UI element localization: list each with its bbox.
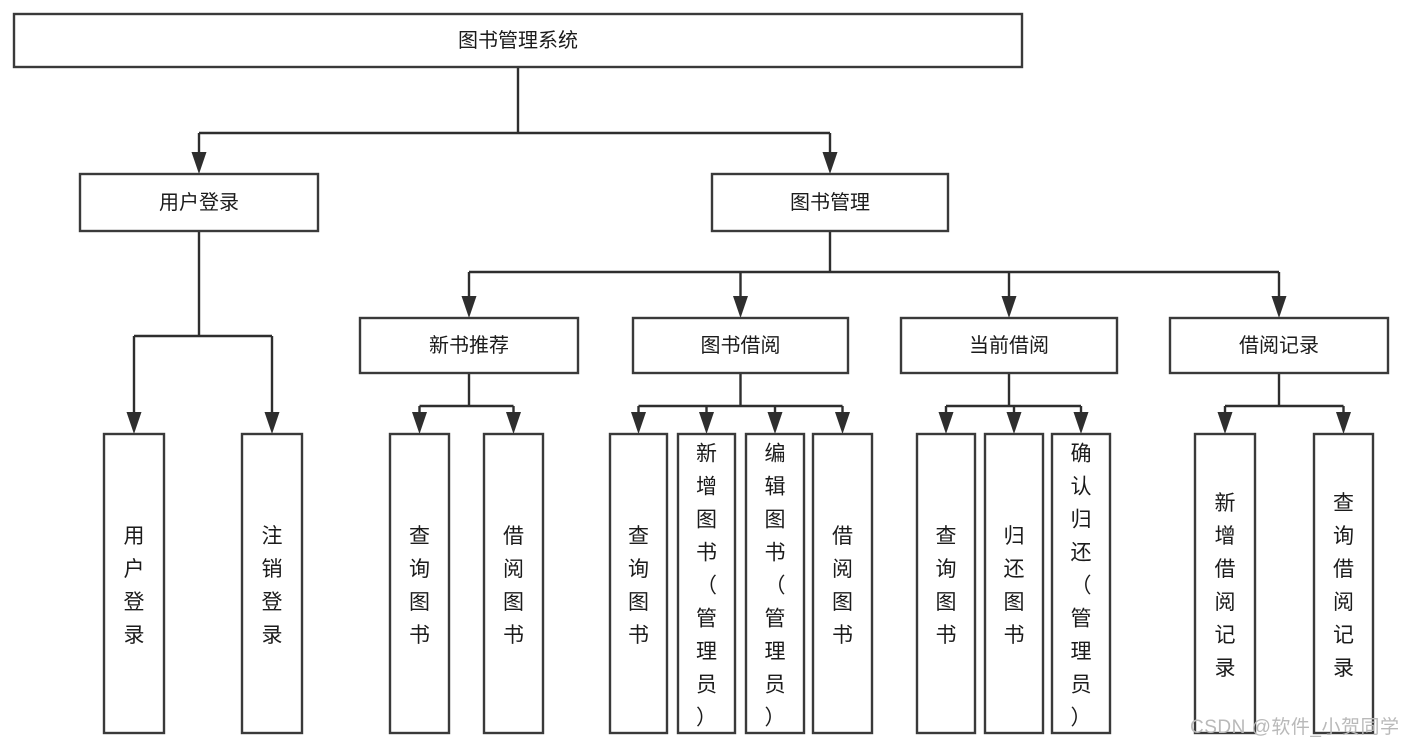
arrow-head-icon (699, 412, 714, 434)
connectors-layer (126, 67, 1351, 434)
node-label: 查询图书 (628, 525, 649, 647)
nodes-layer: 图书管理系统用户登录图书管理新书推荐图书借阅当前借阅借阅记录用户登录注销登录查询… (12, 12, 1390, 735)
node-label: 借阅图书 (832, 525, 853, 647)
node-label: 确认归还（管理员） (1071, 443, 1092, 730)
node-label: 图书管理系统 (458, 29, 578, 52)
arrow-head-icon (191, 152, 207, 174)
connector-group-edge-borrow-record (1217, 373, 1351, 434)
node-box[interactable] (983, 432, 1045, 735)
node-label: 用户登录 (124, 525, 145, 647)
node-book-manage[interactable]: 图书管理 (710, 172, 950, 233)
node-label: 归还图书 (1004, 525, 1025, 647)
node-box[interactable] (710, 172, 950, 233)
arrow-head-icon (835, 412, 850, 434)
node-box[interactable] (78, 172, 320, 233)
connector-group-edge-user-login (126, 231, 280, 434)
connector-group-edge-root (191, 67, 838, 174)
node-leaf-edit-book[interactable]: 编辑图书（管理员） (744, 432, 806, 735)
arrow-head-icon (506, 412, 521, 434)
watermark-label: CSDN @软件_小贺同学 (1190, 717, 1400, 738)
node-label: 用户登录 (159, 191, 239, 214)
node-box[interactable] (811, 432, 874, 735)
node-label: 当前借阅 (969, 334, 1049, 357)
node-leaf-query-record[interactable]: 查询借阅记录 (1312, 432, 1375, 735)
node-box[interactable] (1050, 432, 1112, 735)
node-box[interactable] (12, 12, 1024, 69)
node-box[interactable] (482, 432, 545, 735)
node-borrow-record[interactable]: 借阅记录 (1168, 316, 1390, 375)
node-leaf-add-record[interactable]: 新增借阅记录 (1193, 432, 1257, 735)
arrow-head-icon (767, 412, 783, 434)
node-box[interactable] (744, 432, 806, 735)
node-leaf-query-book-3[interactable]: 查询图书 (915, 432, 977, 735)
node-leaf-logout[interactable]: 注销登录 (240, 432, 304, 735)
node-label: 借阅图书 (503, 525, 524, 647)
node-box[interactable] (102, 432, 166, 735)
arrow-head-icon (822, 152, 838, 174)
arrow-head-icon (1073, 412, 1089, 434)
node-label: 新增图书（管理员） (696, 443, 717, 730)
arrow-head-icon (1217, 412, 1233, 434)
node-box[interactable] (608, 432, 669, 735)
node-box[interactable] (240, 432, 304, 735)
node-label: 查询借阅记录 (1333, 492, 1354, 680)
node-leaf-confirm-return[interactable]: 确认归还（管理员） (1050, 432, 1112, 735)
node-box[interactable] (899, 316, 1119, 375)
arrow-head-icon (1271, 296, 1287, 318)
connector-group-edge-book-borrow (631, 373, 850, 434)
node-box[interactable] (358, 316, 580, 375)
arrow-head-icon (631, 412, 646, 434)
arrow-head-icon (461, 296, 477, 318)
node-box[interactable] (676, 432, 737, 735)
node-leaf-return-book[interactable]: 归还图书 (983, 432, 1045, 735)
node-box[interactable] (1193, 432, 1257, 735)
node-new-book-recommend[interactable]: 新书推荐 (358, 316, 580, 375)
node-label: 图书借阅 (701, 334, 781, 357)
arrow-head-icon (733, 296, 748, 318)
node-leaf-user-login[interactable]: 用户登录 (102, 432, 166, 735)
node-leaf-add-book[interactable]: 新增图书（管理员） (676, 432, 737, 735)
node-leaf-query-book-2[interactable]: 查询图书 (608, 432, 669, 735)
node-label: 借阅记录 (1239, 334, 1319, 357)
node-label: 图书管理 (790, 191, 870, 214)
node-leaf-borrow-book-2[interactable]: 借阅图书 (811, 432, 874, 735)
node-current-borrow[interactable]: 当前借阅 (899, 316, 1119, 375)
node-label: 编辑图书（管理员） (765, 443, 786, 730)
node-leaf-borrow-book-1[interactable]: 借阅图书 (482, 432, 545, 735)
node-label: 查询图书 (409, 525, 430, 647)
arrow-head-icon (1001, 296, 1017, 318)
connector-group-edge-current-borrow (938, 373, 1089, 434)
arrow-head-icon (126, 412, 142, 434)
arrow-head-icon (938, 412, 954, 434)
node-user-login[interactable]: 用户登录 (78, 172, 320, 233)
arrow-head-icon (1006, 412, 1022, 434)
connector-group-edge-new-book (412, 373, 521, 434)
node-box[interactable] (1168, 316, 1390, 375)
node-box[interactable] (388, 432, 451, 735)
arrow-head-icon (264, 412, 280, 434)
arrow-head-icon (1336, 412, 1351, 434)
node-box[interactable] (915, 432, 977, 735)
node-root[interactable]: 图书管理系统 (12, 12, 1024, 69)
arrow-head-icon (412, 412, 427, 434)
connector-group-edge-book-manage (461, 231, 1287, 318)
node-box[interactable] (631, 316, 850, 375)
node-leaf-query-book-1[interactable]: 查询图书 (388, 432, 451, 735)
node-label: 新增借阅记录 (1215, 492, 1236, 680)
node-label: 新书推荐 (429, 334, 509, 357)
node-label: 注销登录 (262, 525, 283, 647)
node-book-borrow[interactable]: 图书借阅 (631, 316, 850, 375)
node-box[interactable] (1312, 432, 1375, 735)
node-label: 查询图书 (936, 525, 957, 647)
